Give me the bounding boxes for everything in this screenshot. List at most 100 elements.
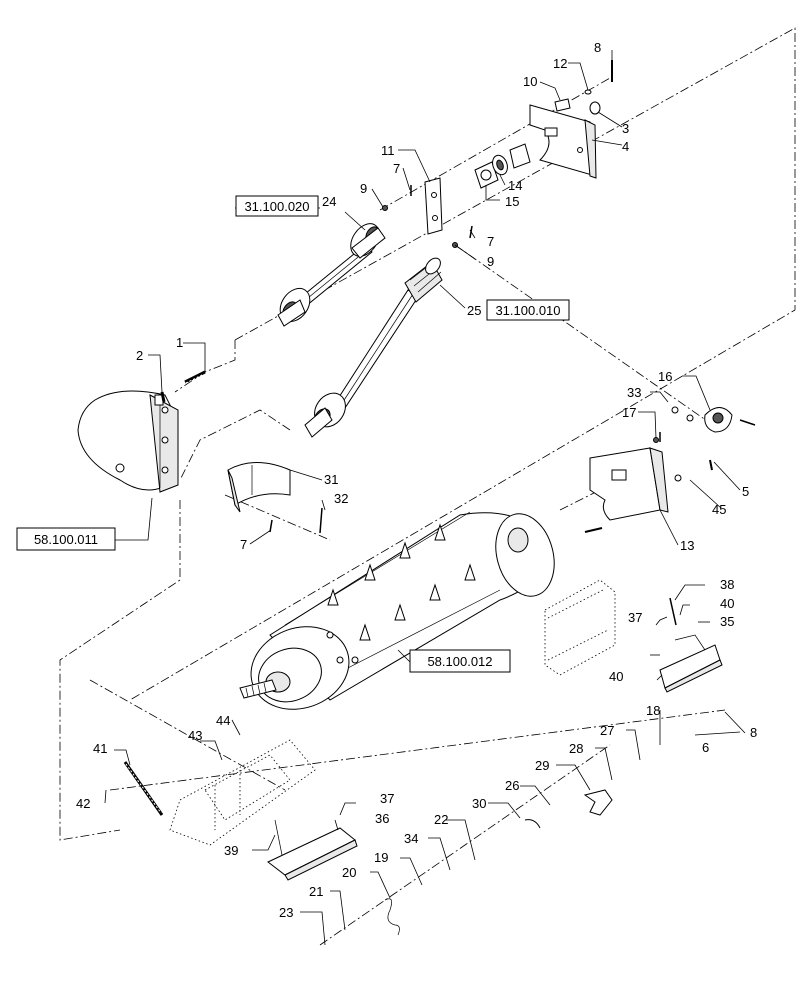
callout-7a: 7 (393, 161, 400, 176)
assembly-line-driveline-upper (379, 77, 611, 211)
callout-40a: 40 (720, 596, 734, 611)
lower-frame (169, 739, 316, 846)
bearing-14 (492, 154, 508, 176)
shield-31 (227, 462, 291, 513)
callout-9a: 9 (360, 181, 367, 196)
driveline-25 (304, 257, 443, 438)
reference-box-31-100-020[interactable]: 31.100.020 (235, 195, 319, 217)
rotor-drum (239, 511, 555, 710)
callouts: 1 2 3 4 5 6 7 7 7 8 8 9 9 10 11 12 13 14… (76, 40, 757, 920)
callout-23: 23 (279, 905, 293, 920)
callout-42: 42 (76, 796, 90, 811)
fasteners (269, 185, 756, 534)
reference-box-58-100-011[interactable]: 58.100.011 (16, 527, 116, 551)
callout-17: 17 (622, 405, 636, 420)
callout-16: 16 (658, 369, 672, 384)
callout-39: 39 (224, 843, 238, 858)
callout-32: 32 (334, 491, 348, 506)
callout-44: 44 (216, 713, 230, 728)
gearbox-housing (77, 390, 179, 493)
callout-8a: 8 (594, 40, 601, 55)
reference-box-31-100-010[interactable]: 31.100.010 (486, 299, 570, 321)
callout-7c: 7 (240, 537, 247, 552)
callout-41: 41 (93, 741, 107, 756)
svg-text:58.100.012: 58.100.012 (427, 654, 492, 669)
assembly-line-shield (179, 409, 291, 481)
callout-11: 11 (381, 143, 395, 158)
assembly-line-31 (224, 494, 331, 541)
callout-37a: 37 (628, 610, 642, 625)
assembly-line-lower-rod (109, 709, 726, 791)
callout-8b: 8 (750, 725, 757, 740)
assembly-line-gearbox-top (174, 340, 236, 393)
spring-20 (384, 898, 400, 936)
callout-43: 43 (188, 728, 202, 743)
part-12-washer (584, 89, 592, 95)
callout-34: 34 (404, 831, 418, 846)
callout-25: 25 (467, 303, 481, 318)
callout-45: 45 (712, 502, 726, 517)
bracket-11 (424, 177, 443, 235)
callout-18: 18 (646, 703, 660, 718)
callout-2: 2 (136, 348, 143, 363)
svg-text:31.100.010: 31.100.010 (495, 303, 560, 318)
callout-9b: 9 (487, 254, 494, 269)
svg-text:58.100.011: 58.100.011 (34, 532, 98, 547)
part-2-bolt (160, 391, 166, 403)
callout-29: 29 (535, 758, 549, 773)
callout-22: 22 (434, 812, 448, 827)
drain-plug (115, 463, 125, 473)
callout-5: 5 (742, 484, 749, 499)
rod-41 (123, 761, 164, 816)
reference-box-58-100-012[interactable]: 58.100.012 (409, 649, 511, 673)
assembly-line-hardware (319, 744, 611, 946)
assembly-line-upper-frame (129, 27, 796, 701)
callout-36: 36 (375, 811, 389, 826)
bearing-flange-15 (474, 161, 499, 189)
callout-38: 38 (720, 577, 734, 592)
assembly-line-tine (89, 679, 286, 791)
callout-19: 19 (374, 850, 388, 865)
blade-36 (267, 819, 358, 881)
callout-4: 4 (622, 139, 629, 154)
callout-30: 30 (472, 796, 486, 811)
callout-40b: 40 (609, 669, 623, 684)
driveline-24 (277, 223, 386, 327)
plate-4 (529, 104, 597, 179)
svg-text:31.100.020: 31.100.020 (244, 199, 309, 214)
callout-12: 12 (553, 56, 567, 71)
part-10-clip (554, 98, 571, 112)
part-3-bushing (589, 101, 601, 115)
callout-21: 21 (309, 884, 323, 899)
callout-31: 31 (324, 472, 338, 487)
bearing-plate-16 (704, 407, 733, 433)
callout-37b: 37 (380, 791, 394, 806)
callout-3: 3 (622, 121, 629, 136)
callout-6: 6 (702, 740, 709, 755)
callout-14: 14 (508, 178, 522, 193)
assembly-line-driveline-right (454, 244, 721, 431)
assembly-lines (59, 27, 796, 946)
clip-30 (524, 819, 541, 829)
callout-13: 13 (680, 538, 694, 553)
side-plate-13 (584, 447, 669, 533)
callout-20: 20 (342, 865, 356, 880)
callout-27: 27 (600, 723, 614, 738)
bearing-flange-rear (509, 143, 531, 169)
callout-7b: 7 (487, 234, 494, 249)
callout-28: 28 (569, 741, 583, 756)
callout-1: 1 (176, 335, 183, 350)
leader-lines (104, 50, 746, 946)
callout-15: 15 (505, 194, 519, 209)
callout-10: 10 (523, 74, 537, 89)
callout-24: 24 (322, 194, 336, 209)
hood-panel (544, 579, 616, 676)
callout-35: 35 (720, 614, 734, 629)
assembly-line-left (59, 500, 181, 841)
callout-33: 33 (627, 385, 641, 400)
callout-26: 26 (505, 778, 519, 793)
blade-35 (659, 597, 723, 693)
lever-29 (583, 789, 613, 816)
part-1-stud (184, 370, 206, 384)
